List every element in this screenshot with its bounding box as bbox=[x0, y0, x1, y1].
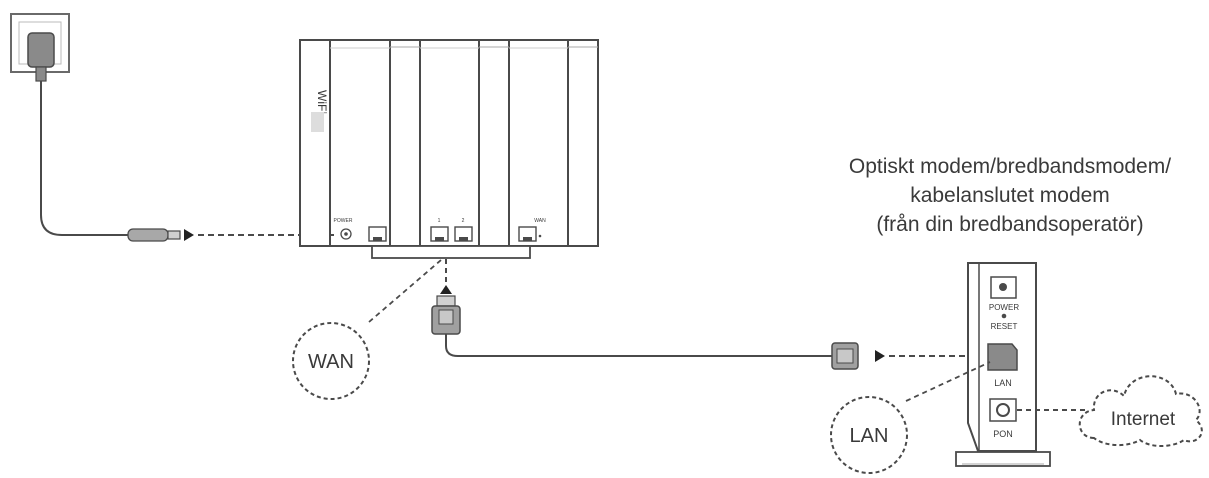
router-brand-badge bbox=[311, 112, 324, 132]
lan-arrow-icon bbox=[875, 350, 885, 362]
modem-title: Optiskt modem/bredbandsmodem/ kabelanslu… bbox=[790, 152, 1209, 239]
power-cable bbox=[40, 81, 128, 236]
modem-power-label: POWER bbox=[989, 303, 1019, 312]
lan-callout-label: LAN bbox=[850, 425, 889, 447]
modem-title-line: Optiskt modem/bredbandsmodem/ bbox=[848, 155, 1172, 178]
router-antenna bbox=[389, 39, 421, 247]
ethernet-cable bbox=[445, 334, 832, 357]
router-port bbox=[368, 226, 387, 242]
router-port-label: 2 bbox=[462, 218, 465, 224]
modem-title-line: (från din bredbandsoperatör) bbox=[876, 213, 1144, 236]
power-adapter-icon bbox=[27, 32, 55, 82]
router-antenna bbox=[299, 39, 331, 247]
modem-pon-port-label: PON bbox=[993, 429, 1013, 439]
internet-label: Internet bbox=[1111, 409, 1176, 430]
router-port bbox=[454, 226, 473, 242]
modem-pon-port bbox=[989, 398, 1017, 422]
wan-plug-icon bbox=[431, 295, 461, 335]
wan-callout-label: WAN bbox=[308, 351, 354, 373]
router-wan-port bbox=[518, 226, 537, 242]
router-power-label: POWER bbox=[334, 218, 353, 224]
lan-leader-line bbox=[905, 361, 991, 402]
router-brand-text: WiFi bbox=[315, 90, 329, 114]
modem-lan-port-label: LAN bbox=[994, 378, 1012, 388]
router-port bbox=[430, 226, 449, 242]
router-antenna bbox=[567, 39, 599, 247]
wan-callout: WAN bbox=[292, 322, 370, 400]
modem-power-button bbox=[990, 276, 1017, 299]
router bbox=[299, 39, 599, 259]
power-arrow-icon bbox=[184, 229, 194, 241]
modem-title-line: kabelanslutet modem bbox=[910, 184, 1110, 207]
wan-leader-line bbox=[368, 259, 442, 323]
internet-cloud-icon: Internet bbox=[1078, 375, 1203, 447]
router-power-port bbox=[340, 228, 352, 240]
lan-callout: LAN bbox=[830, 396, 908, 474]
lan-plug-icon bbox=[831, 342, 859, 370]
router-wan-port-label: WAN bbox=[534, 218, 546, 224]
wan-arrow-icon bbox=[440, 285, 452, 294]
power-plug-icon bbox=[127, 228, 181, 242]
modem-lan-port bbox=[987, 343, 1018, 371]
router-port-label: 1 bbox=[438, 218, 441, 224]
modem-reset-label: RESET bbox=[991, 322, 1018, 331]
modem-reset-dot bbox=[1001, 313, 1007, 319]
router-antenna bbox=[478, 39, 510, 247]
